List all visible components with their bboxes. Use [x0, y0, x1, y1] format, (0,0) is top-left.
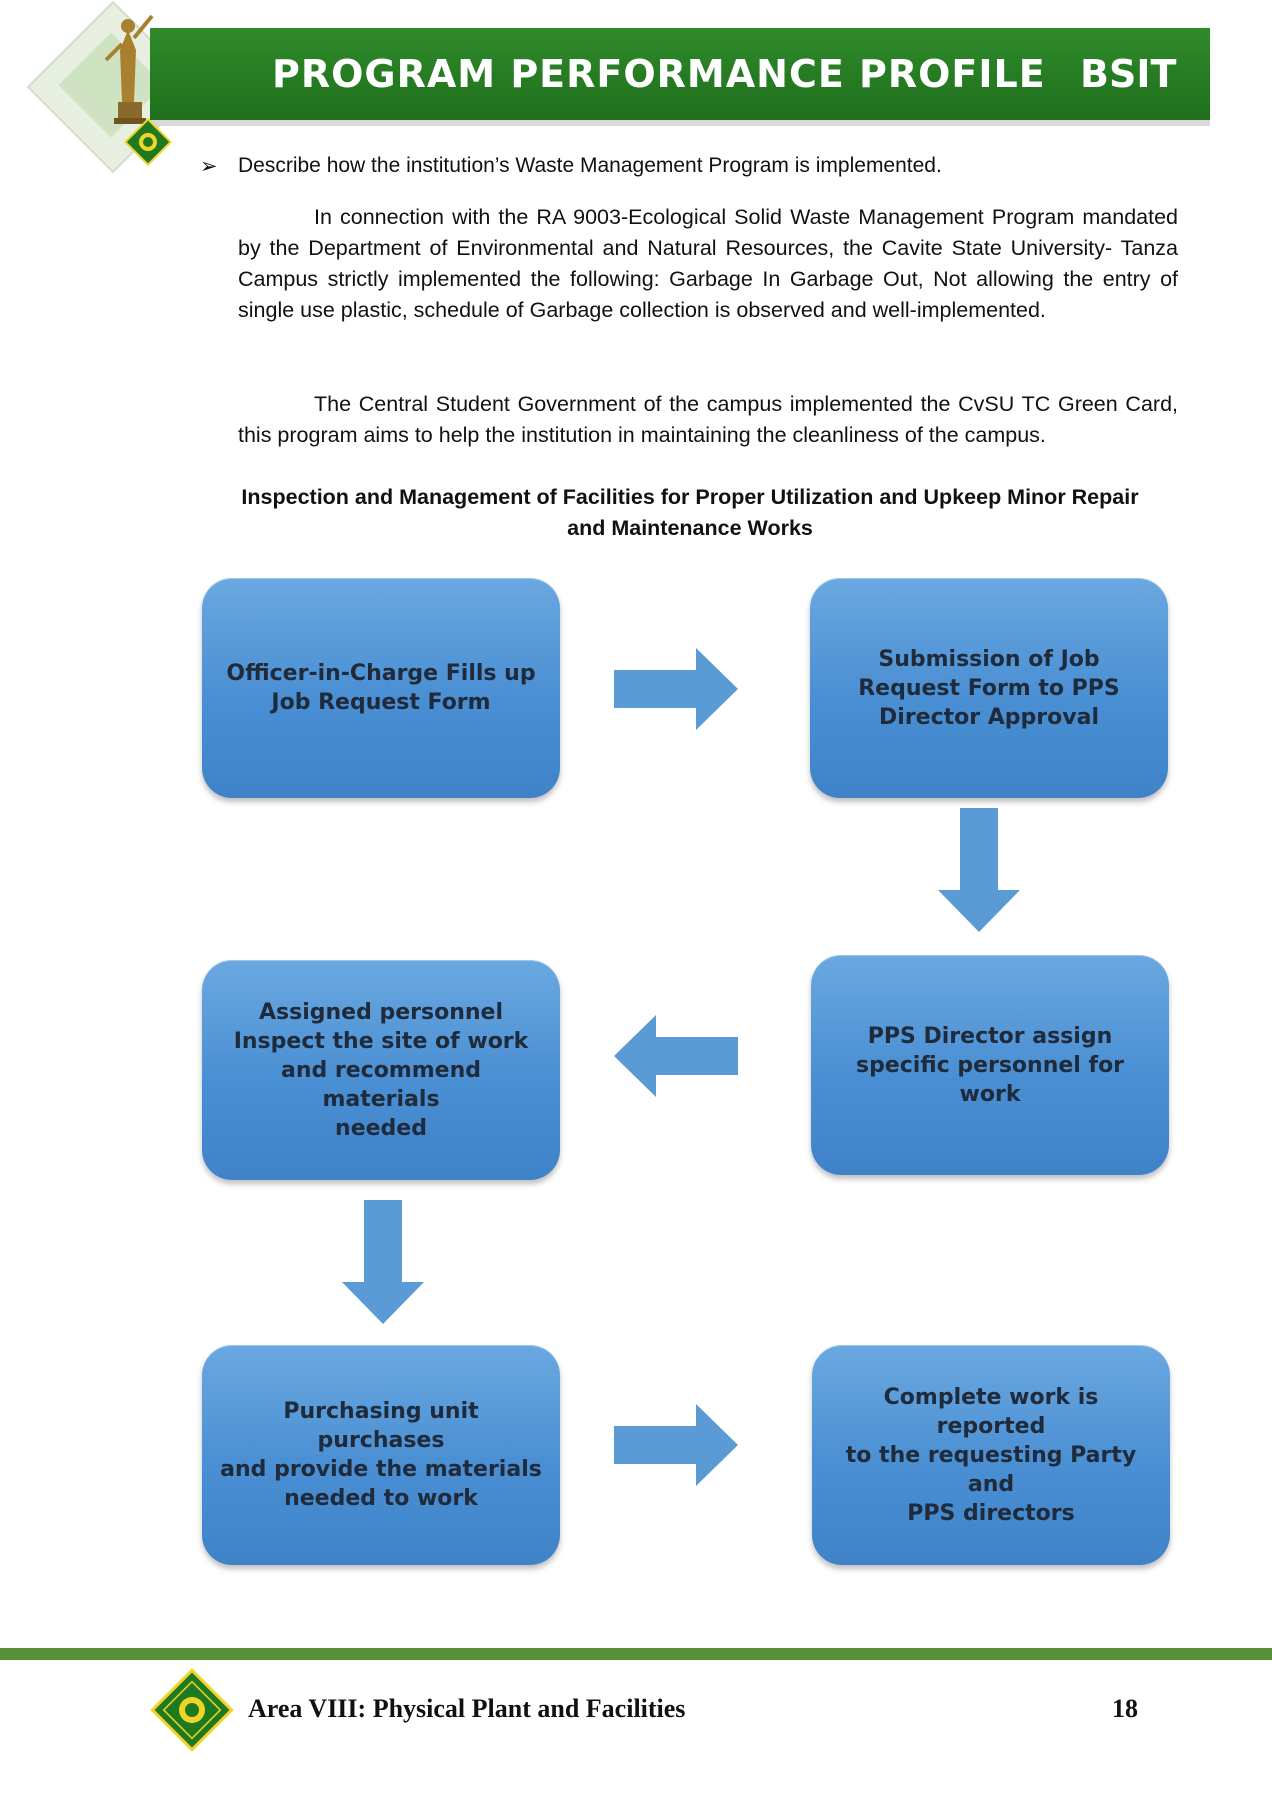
flow-step-label: Submission of Job Request Form to PPS Di…	[858, 646, 1120, 730]
flow-step-2: Submission of Job Request Form to PPS Di…	[810, 578, 1168, 798]
paragraph-green-card: The Central Student Government of the ca…	[238, 392, 1178, 447]
arrow-left-icon	[614, 1015, 738, 1097]
bullet-question: Describe how the institution’s Waste Man…	[238, 154, 942, 177]
page-number: 18	[1112, 1694, 1138, 1723]
footer-divider	[0, 1648, 1272, 1660]
flow-step-3: PPS Director assign specific personnel f…	[811, 955, 1169, 1175]
page-header-title: PROGRAM PERFORMANCE PROFILE	[272, 52, 1046, 96]
footer-area-label: Area VIII: Physical Plant and Facilities	[248, 1694, 686, 1723]
arrow-down-icon	[342, 1200, 424, 1324]
flow-step-label: Assigned personnel Inspect the site of w…	[233, 999, 529, 1141]
flow-step-label: Purchasing unit purchases and provide th…	[220, 1399, 542, 1511]
flow-step-label: Officer-in-Charge Fills up Job Request F…	[226, 661, 536, 715]
arrow-right-icon	[614, 1404, 738, 1486]
program-code: BSIT	[1080, 52, 1177, 96]
header-bar	[150, 28, 1210, 120]
statue-icon	[104, 14, 154, 124]
university-seal-icon	[150, 1668, 234, 1752]
arrow-down-icon	[938, 808, 1020, 932]
flow-step-4: Assigned personnel Inspect the site of w…	[202, 960, 560, 1180]
flow-step-label: PPS Director assign specific personnel f…	[855, 1023, 1125, 1107]
university-seal-icon	[124, 118, 172, 166]
paragraph-waste-program: In connection with the RA 9003-Ecologica…	[238, 205, 1178, 322]
flow-step-6: Complete work is reported to the request…	[812, 1345, 1170, 1565]
arrow-right-icon	[614, 648, 738, 730]
flow-step-label: Complete work is reported to the request…	[845, 1384, 1137, 1526]
flow-step-1: Officer-in-Charge Fills up Job Request F…	[202, 578, 560, 798]
arrow-bullet-icon: ➢	[200, 155, 218, 178]
flow-step-5: Purchasing unit purchases and provide th…	[202, 1345, 560, 1565]
diagram-title: Inspection and Management of Facilities …	[241, 485, 1139, 540]
